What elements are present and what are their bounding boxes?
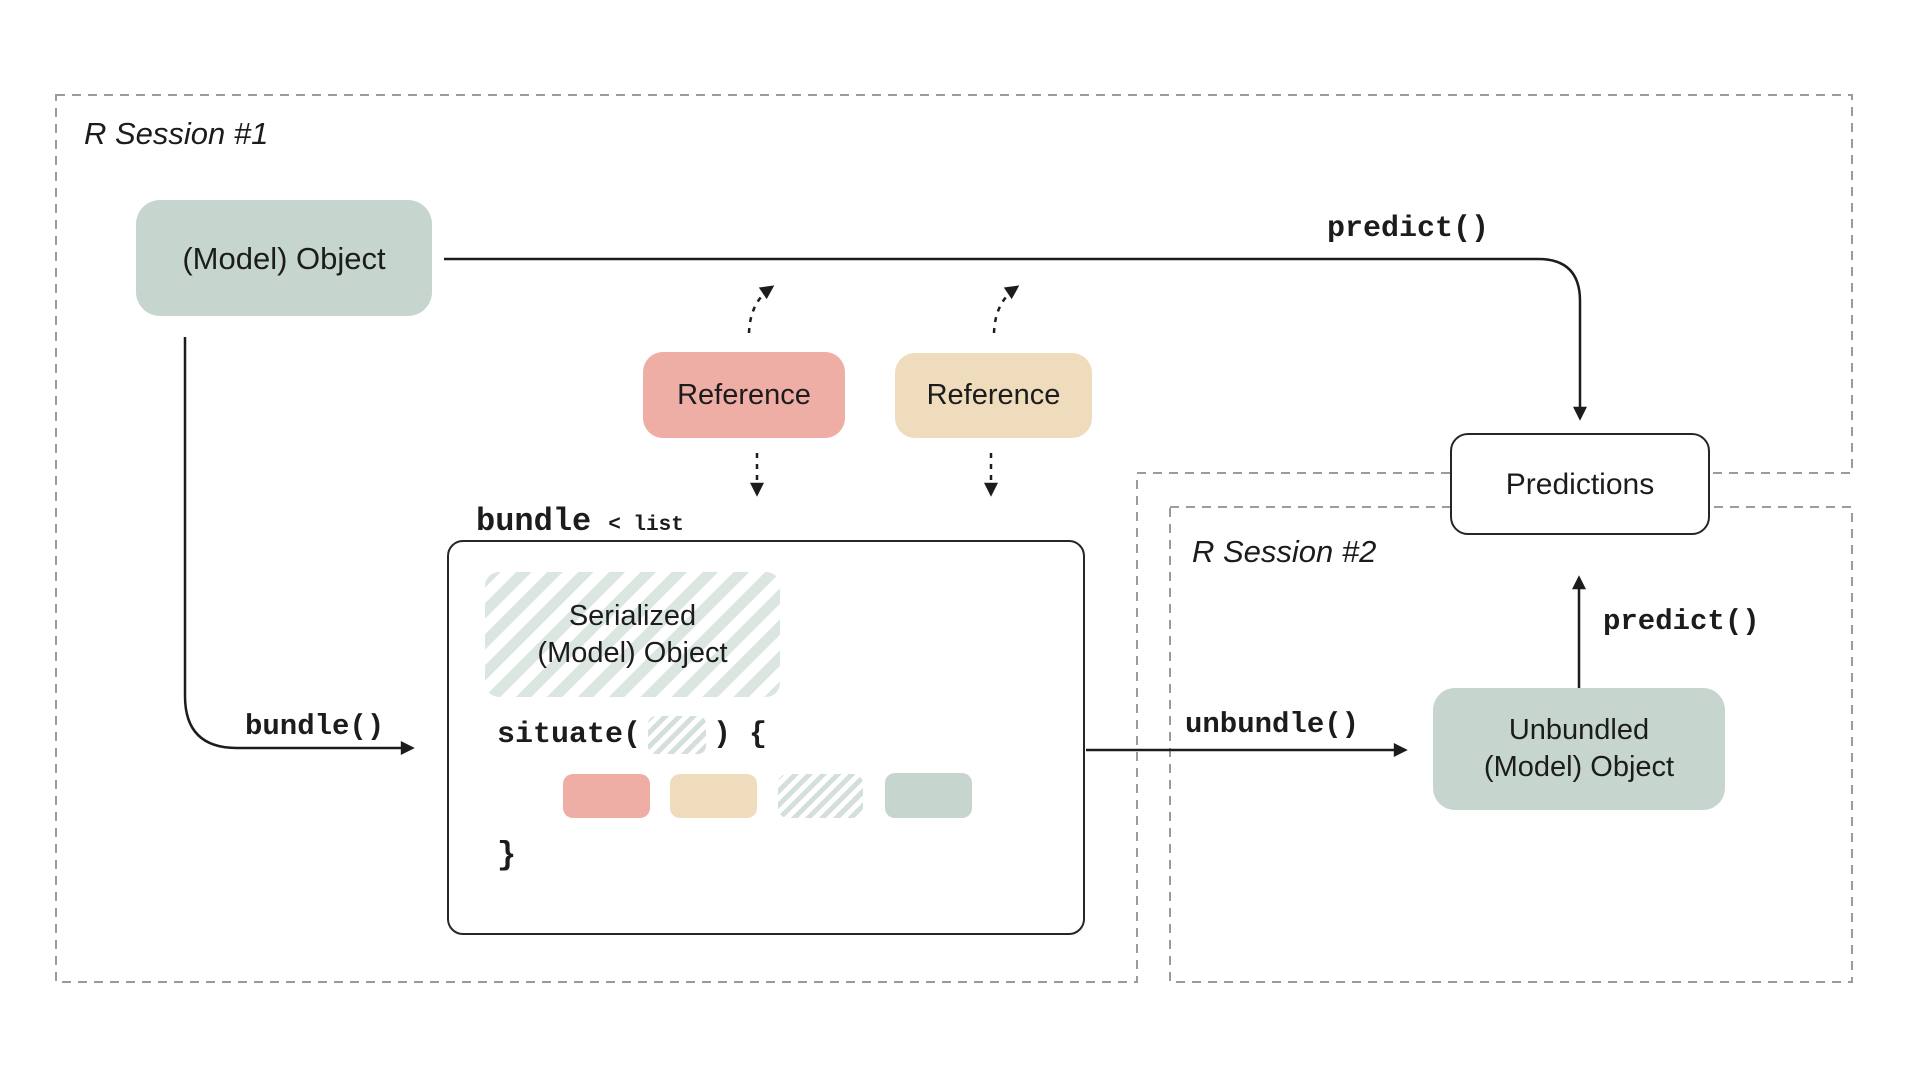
situate-close-text: ) {	[713, 718, 768, 752]
bundle-arrow	[183, 337, 415, 755]
predict-arrow-session1	[444, 257, 1587, 421]
bundle-variable-type: < list	[608, 514, 684, 537]
session1-border	[55, 94, 1853, 983]
bundle-variable-label: bundle < list	[476, 506, 684, 538]
session1-label: R Session #1	[84, 116, 269, 151]
bundle-variable-name: bundle	[476, 503, 592, 540]
serialized-model-object-box: Serialized (Model) Object	[485, 572, 780, 697]
serialized-chip-inline	[648, 716, 707, 754]
reference-tan-label: Reference	[926, 379, 1061, 411]
unbundle-fn-label: unbundle()	[1185, 708, 1360, 741]
unbundled-label-line2: (Model) Object	[1483, 751, 1675, 783]
reference-pink-label: Reference	[677, 378, 811, 411]
reference-pink-box: Reference	[643, 352, 845, 438]
unbundled-label-line1: Unbundled	[1508, 714, 1650, 746]
model-object-label: (Model) Object	[182, 240, 386, 276]
chip-model-sage	[885, 773, 972, 818]
session2-label: R Session #2	[1192, 534, 1377, 569]
chip-reference-tan	[670, 774, 757, 818]
predictions-box: Predictions	[1450, 433, 1710, 535]
reference-pink-up-arrow	[747, 285, 775, 334]
predict-label-session2: predict()	[1603, 605, 1760, 638]
unbundled-model-object-box: Unbundled (Model) Object	[1433, 688, 1725, 810]
serialized-label-line1: Serialized	[568, 599, 697, 632]
chip-reference-pink	[563, 774, 650, 818]
situate-code-line: situate( ) {	[497, 716, 767, 754]
predictions-label: Predictions	[1505, 467, 1655, 501]
bundle-fn-label: bundle()	[245, 710, 385, 743]
serialized-label-line2: (Model) Object	[537, 636, 728, 669]
situate-open-text: situate(	[497, 718, 642, 752]
closing-brace-text: }	[497, 837, 517, 874]
reference-tan-box: Reference	[895, 353, 1092, 438]
model-object-box: (Model) Object	[136, 200, 432, 316]
reference-tan-up-arrow	[992, 285, 1020, 334]
predict-label-session1: predict()	[1327, 212, 1490, 246]
chip-serialized-striped	[778, 774, 863, 818]
